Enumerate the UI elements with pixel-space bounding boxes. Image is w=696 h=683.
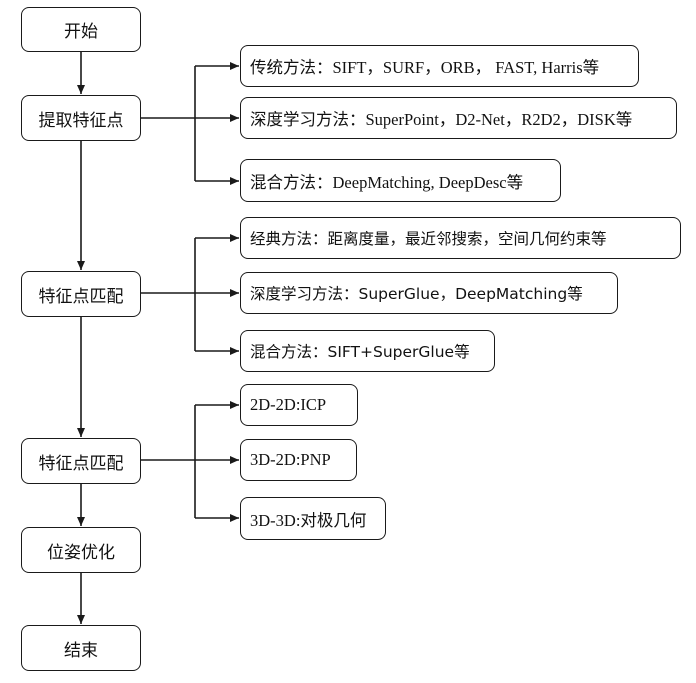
match-method-classic: 经典方法：距离度量，最近邻搜索，空间几何约束等 (240, 217, 681, 259)
step-feature-matching-1: 特征点匹配 (21, 271, 141, 317)
pose-method-2d-2d: 2D-2D:ICP (240, 384, 358, 426)
pose-method-3d-3d: 3D-3D:对极几何 (240, 497, 386, 540)
extract-method-deep-learning: 深度学习方法：SuperPoint，D2-Net，R2D2，DISK等 (240, 97, 677, 139)
step-end: 结束 (21, 625, 141, 671)
extract-method-hybrid: 混合方法：DeepMatching, DeepDesc等 (240, 159, 561, 202)
pose-method-3d-2d: 3D-2D:PNP (240, 439, 357, 481)
extract-method-traditional: 传统方法：SIFT，SURF，ORB， FAST, Harris等 (240, 45, 639, 87)
step-start: 开始 (21, 7, 141, 52)
step-feature-matching-2: 特征点匹配 (21, 438, 141, 484)
match-method-hybrid: 混合方法：SIFT+SuperGlue等 (240, 330, 495, 372)
step-extract-features: 提取特征点 (21, 95, 141, 141)
match-method-deep-learning: 深度学习方法：SuperGlue，DeepMatching等 (240, 272, 618, 314)
step-pose-optimization: 位姿优化 (21, 527, 141, 573)
